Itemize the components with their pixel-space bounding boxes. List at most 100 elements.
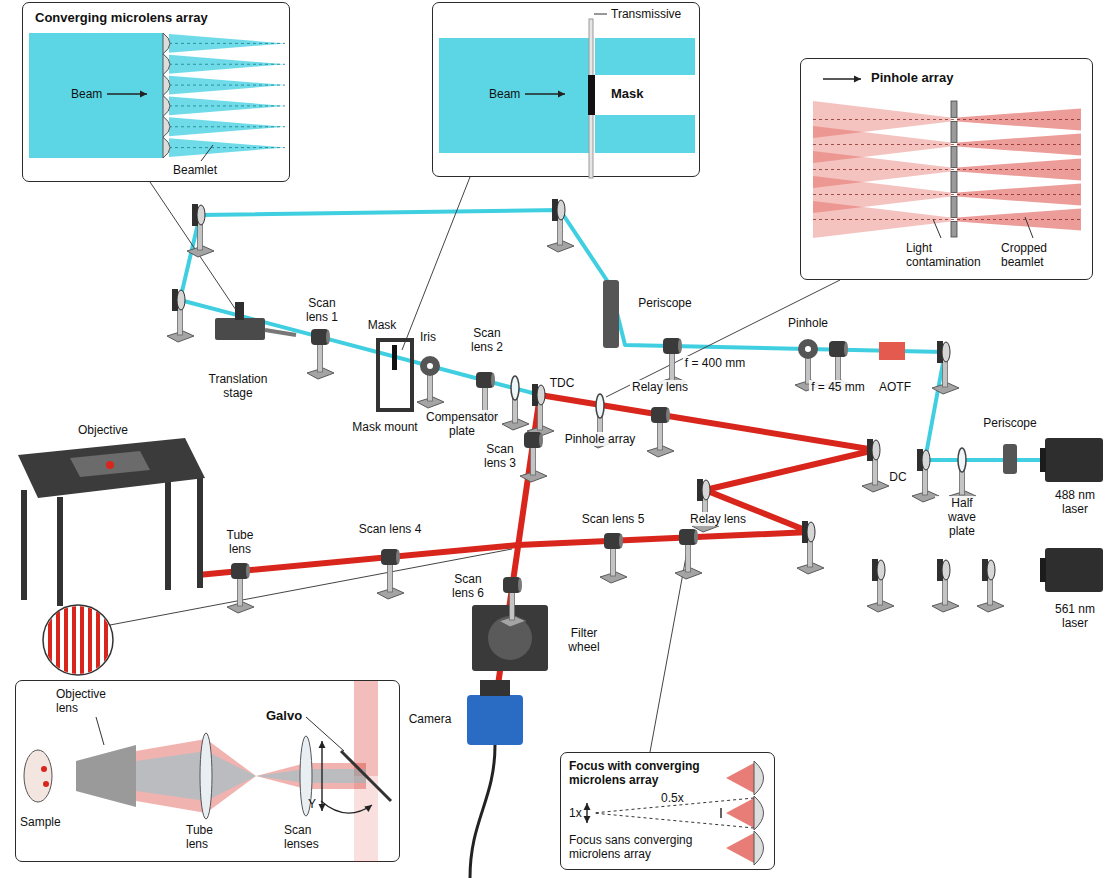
lens-tube [829, 341, 847, 357]
stage-opening [70, 451, 150, 477]
lens-tube [476, 372, 494, 388]
focused-beamlet [726, 833, 754, 863]
microlens [163, 116, 170, 137]
beamlet-cone [169, 117, 285, 136]
laser-aperture [1040, 448, 1046, 472]
lens-tube [651, 407, 669, 423]
laser-aperture [1040, 558, 1046, 582]
part-label: 561 nm laser [1048, 602, 1102, 630]
inset-panel: Converging microlens arrayBeamBeamlet [22, 2, 290, 182]
pinhole-plate [951, 197, 957, 218]
mirror-face [922, 450, 930, 470]
mirror-face [987, 560, 995, 580]
mask-bar [392, 345, 397, 370]
beamlet-axis [813, 194, 1081, 195]
stage-leg [57, 497, 63, 606]
pinhole-plate [951, 122, 957, 143]
pinhole-plate [951, 222, 957, 238]
part-label: Objective [76, 423, 130, 437]
inset-drawing [801, 59, 1092, 279]
optic-mount [867, 559, 894, 612]
camera [467, 695, 523, 745]
inset-text: 0.5x [661, 791, 684, 805]
lens-face [326, 330, 330, 344]
optic-mount [307, 329, 334, 379]
tube-lens [200, 733, 212, 819]
optic-mount [912, 449, 939, 502]
lens-tube [311, 329, 329, 345]
plate-optic [596, 394, 604, 418]
spot-arrow-head [584, 803, 591, 810]
leader-line [594, 14, 607, 15]
lens-face [396, 550, 400, 564]
leader-layer [110, 177, 840, 752]
lens-face [694, 530, 698, 544]
part-label: Scan lens 6 [446, 572, 490, 600]
beamlet-stripe [48, 600, 52, 680]
beamlet-axis [169, 85, 285, 86]
iris-aperture [427, 363, 433, 369]
stage-leg [197, 475, 203, 588]
rotation-arrow [321, 801, 372, 813]
excitation-overlay [136, 751, 366, 801]
lens-tube [604, 533, 622, 549]
objective-spot [106, 461, 114, 469]
pinhole-plate [951, 101, 957, 118]
part-label: Periscope [636, 296, 693, 310]
mask-block [588, 75, 595, 115]
part-label: Tube lens [218, 528, 262, 556]
optic-mount [417, 356, 444, 408]
optic-mount [932, 559, 959, 612]
objective-lens [76, 745, 136, 807]
leader-line [933, 219, 941, 238]
scan-arrow-head [319, 804, 326, 811]
optic-mount [862, 439, 889, 492]
beamlet-cone [169, 97, 285, 116]
mirror-face [807, 522, 815, 542]
inset-text: Galvo [266, 709, 302, 723]
inset-text: Mask [611, 87, 644, 101]
sample-spot [43, 781, 49, 787]
optic-mount [647, 407, 674, 457]
excitation-beam [180, 210, 1045, 460]
beamlet-axis [169, 126, 285, 127]
optic-mount [377, 549, 404, 599]
micrometer [265, 330, 296, 335]
mirror-face [702, 480, 710, 500]
focused-beamlet [726, 763, 754, 793]
scan-beam [354, 681, 378, 776]
leader-line [1025, 217, 1033, 238]
inset-panel: Pinhole arrayLight contaminationCropped … [800, 58, 1093, 280]
part-label: Scan lens 5 [580, 512, 647, 526]
part-label: Pinhole [786, 316, 830, 330]
beamlet-cone [169, 138, 285, 157]
inset-text: Light contamination [906, 241, 996, 269]
microscope-stage [18, 438, 205, 606]
beamlet-stripe [88, 600, 92, 680]
mirror-face [872, 440, 880, 460]
part-label: f = 400 mm [683, 356, 747, 370]
plate-optic [958, 448, 966, 472]
camera-mount [480, 680, 510, 696]
microlens [163, 96, 170, 117]
lens-face [678, 339, 682, 353]
part-label: Pinhole array [563, 432, 638, 446]
part-label: Scan lens 2 [465, 326, 509, 354]
magnifier [43, 605, 113, 675]
part-label: Mask mount [350, 420, 419, 434]
stage-leg [165, 480, 171, 590]
leader-line [96, 717, 104, 745]
beamlet-stripe [104, 600, 108, 680]
beamlet-cone [169, 34, 285, 53]
laser-488 [1045, 438, 1103, 482]
unconverged-ray [593, 813, 754, 828]
microlens [163, 137, 170, 158]
optic-mount [932, 341, 959, 394]
lens-tube [503, 577, 521, 593]
iris-body [798, 339, 818, 359]
lens-face [539, 433, 543, 447]
part-label: Camera [407, 712, 454, 726]
inset-text: Y [308, 797, 316, 811]
scan-arrow-head [319, 741, 326, 748]
inset-text: 1x [569, 806, 582, 820]
